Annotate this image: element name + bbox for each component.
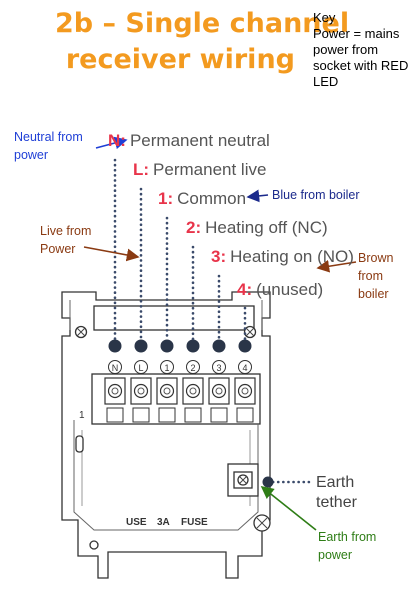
terminal-mark-text-2: 2	[190, 363, 195, 373]
key-box: Key Power = mains power from socket with…	[313, 10, 417, 90]
terminal-label-2: 2:Heating off (NC)	[186, 218, 328, 238]
brown-arrow	[316, 259, 357, 273]
terminal-mark-text-l: L	[138, 363, 143, 373]
terminal-mark-text-n: N	[112, 363, 119, 373]
terminal-label-n: N:Permanent neutral	[108, 131, 270, 151]
terminal-row: N L 1 2 3 4	[104, 339, 256, 423]
terminal-mark-4	[238, 360, 252, 374]
terminal-mark-2	[186, 360, 200, 374]
terminal-contact-dot-4	[238, 339, 252, 353]
terminal-label-3: 3:Heating on (NO)	[211, 247, 354, 267]
terminal-text-4: (unused)	[256, 280, 324, 299]
live-arrow	[83, 246, 140, 262]
key-heading: Key	[313, 10, 336, 25]
title-line-2: receiver wiring	[65, 44, 295, 75]
plate-text-use: USE	[126, 517, 147, 528]
terminal-code-n: N:	[108, 131, 126, 150]
terminal-text-3: Heating on (NO)	[230, 247, 354, 266]
plate-text-slot: 1	[79, 410, 85, 421]
brown-note: Brown from boiler	[358, 251, 394, 301]
plate-text-amps: 3A	[157, 517, 170, 528]
slot-left	[75, 435, 84, 453]
terminal-label-4: 4:(unused)	[237, 280, 323, 300]
key-text: Power = mains power from socket with RED…	[313, 26, 409, 89]
terminal-bay-n	[106, 407, 124, 423]
earth-tether-dot	[262, 476, 274, 488]
terminal-bay-3	[210, 407, 228, 423]
blue-note: Blue from boiler	[272, 188, 360, 202]
neutral-arrow	[95, 136, 128, 150]
terminal-code-3: 3:	[211, 247, 227, 266]
terminal-mark-3	[212, 360, 226, 374]
terminal-text-n: Permanent neutral	[129, 131, 270, 150]
terminal-mark-n	[108, 360, 122, 374]
blue-arrow	[246, 189, 269, 203]
terminal-bay-1	[158, 407, 176, 423]
terminal-bay-4	[236, 407, 254, 423]
leader-lines	[113, 158, 247, 342]
earth-tether-note: Earth tether	[316, 474, 357, 511]
terminal-text-2: Heating off (NC)	[205, 218, 328, 237]
terminal-contact-dot-1	[160, 339, 174, 353]
terminal-mark-text-4: 4	[242, 363, 247, 373]
terminal-text-l: Permanent live	[153, 160, 267, 179]
earth-terminal-block	[227, 463, 259, 497]
terminal-label-1: 1:Common	[158, 189, 246, 209]
terminal-mark-text-3: 3	[216, 363, 221, 373]
terminal-contact-dot-3	[212, 339, 226, 353]
terminal-mark-text-1: 1	[164, 363, 169, 373]
terminal-mark-l	[134, 360, 148, 374]
terminal-label-strip	[93, 305, 255, 331]
live-note: Live from Power	[40, 224, 92, 256]
terminal-bay-l	[132, 407, 150, 423]
terminal-contact-dot-l	[134, 339, 148, 353]
terminal-code-l: L:	[133, 160, 150, 179]
terminal-bay-2	[184, 407, 202, 423]
hole-bottom-left	[89, 540, 99, 550]
terminal-mark-1	[160, 360, 174, 374]
terminal-label-l: L:Permanent live	[133, 160, 266, 180]
plate-text-fuse: FUSE	[181, 517, 208, 528]
terminal-text-1: Common	[177, 189, 247, 208]
terminal-code-2: 2:	[186, 218, 202, 237]
terminal-contact-dot-2	[186, 339, 200, 353]
earth-power-arrow	[260, 486, 317, 531]
terminal-contact-dot-n	[108, 339, 122, 353]
terminal-code-1: 1:	[158, 189, 174, 208]
neutral-note: Neutral from power	[14, 130, 83, 162]
terminal-code-4: 4:	[237, 280, 253, 299]
earth-power-note: Earth from power	[318, 530, 377, 562]
